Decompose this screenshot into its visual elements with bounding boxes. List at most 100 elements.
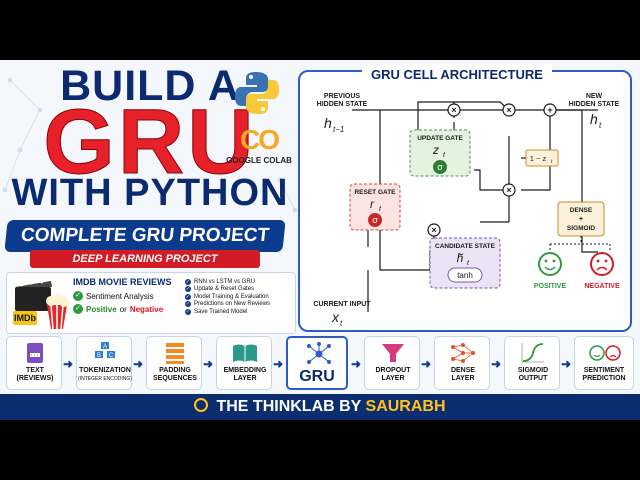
book-icon <box>233 344 257 362</box>
arrow-right-icon: ➜ <box>63 357 74 371</box>
negative-face-icon <box>590 252 614 276</box>
padding-icon <box>166 343 184 364</box>
arrow-right-icon: ➜ <box>351 357 362 371</box>
update-gate-sub: t <box>443 152 446 159</box>
candidate-sub: t <box>467 260 470 267</box>
pipeline-label: GRU <box>299 368 335 385</box>
reset-gate-box <box>349 183 401 231</box>
topic-item: ✓Update & Reset Gates <box>185 286 295 292</box>
pipeline-step-gru: GRU <box>286 336 348 390</box>
topic-label: Predictions on New Reviews <box>194 301 271 307</box>
reset-gate-label: RESET GATE <box>354 189 396 196</box>
reset-gate-symbol: r <box>370 197 375 211</box>
one-minus-label: 1 − z <box>530 154 547 163</box>
positive-label: POSITIVE <box>534 283 567 290</box>
feature-sentiment-label: Sentiment Analysis <box>86 291 154 301</box>
one-minus-sub: t <box>551 159 553 165</box>
pipeline-sub: PREDICTION <box>582 375 626 382</box>
network-background <box>2 77 298 213</box>
pipeline-step-text: TEXT(REVIEWS) <box>6 336 62 390</box>
negative-label: NEGATIVE <box>584 283 620 290</box>
check-icon: ✓ <box>185 286 191 292</box>
title-line-1: BUILD A <box>60 62 240 110</box>
pipeline-sub: LAYER <box>381 375 405 382</box>
one-minus-box <box>525 149 559 167</box>
negative-text: Negative <box>129 304 164 314</box>
title-line-3: WITH PYTHON <box>11 172 289 214</box>
new-state-label: HIDDEN STATE <box>569 101 620 108</box>
colab-icon: CO <box>240 124 280 155</box>
prev-state-sub: t−1 <box>333 125 344 134</box>
svg-text:C: C <box>109 353 114 359</box>
check-icon: ✓ <box>73 291 83 301</box>
network-icon <box>307 342 331 364</box>
clapperboard-popcorn-icon: IMDb <box>13 279 69 330</box>
current-input-label: CURRENT INPUT <box>313 301 371 308</box>
thumbnail: BUILD A GRU WITH PYTHON CO GOOGLE COLAB … <box>0 60 640 420</box>
multiply-node: × <box>431 225 436 235</box>
arrow-right-icon: ➜ <box>203 357 214 371</box>
topic-list: ✓RNN vs LSTM vs GRU ✓Update & Reset Gate… <box>185 277 295 316</box>
prev-state-label: PREVIOUS <box>324 93 361 100</box>
pipeline-sub: LAYER <box>451 375 475 382</box>
multiply-node: × <box>451 105 456 115</box>
footer-brand: THE THINKLAB BY SAURABH <box>0 394 640 420</box>
check-icon: ✓ <box>185 293 191 300</box>
multiply-node: × <box>506 185 511 195</box>
new-state-symbol: h <box>590 111 598 127</box>
current-input-sub: t <box>340 319 343 328</box>
gru-architecture-panel: × × + × × PREVIOUS HIDDEN STATE NEW HIDD… <box>298 64 632 332</box>
python-logo-icon <box>235 72 279 114</box>
check-icon: ✓ <box>73 304 83 314</box>
update-gate-label: UPDATE GATE <box>417 135 463 142</box>
pipeline-label: SIGMOID <box>517 367 549 374</box>
svg-text:B: B <box>97 353 101 359</box>
imdb-heading: IMDB MOVIE REVIEWS <box>73 277 172 287</box>
pipeline-label: EMBEDDING <box>223 367 267 374</box>
gru-cell-diagram: × × + × × PREVIOUS HIDDEN STATE NEW HIDD… <box>313 93 620 328</box>
topic-item: ✓Save Trained Model <box>185 308 295 315</box>
dense-plus: + <box>579 216 583 223</box>
arrow-right-icon: ➜ <box>133 357 144 371</box>
arrow-right-icon: ➜ <box>273 357 284 371</box>
sigmoid-icon <box>521 343 544 363</box>
prev-state-label: HIDDEN STATE <box>317 101 368 108</box>
project-banner: COMPLETE GRU PROJECT <box>4 220 286 252</box>
imdb-card: IMDb IMDB MOVIE REVIEWS ✓Sentiment Analy… <box>6 272 296 334</box>
tanh-label: tanh <box>457 271 473 280</box>
feature-sentiment: ✓Sentiment Analysis <box>73 291 183 301</box>
topic-item: ✓Model Training & Evaluation <box>185 293 295 300</box>
document-icon <box>27 343 43 363</box>
prev-state-symbol: h <box>324 115 332 131</box>
reset-gate-sub: t <box>379 206 382 213</box>
update-gate-box <box>409 129 471 177</box>
topic-item: ✓RNN vs LSTM vs GRU <box>185 278 295 285</box>
panel-title: GRU CELL ARCHITECTURE <box>362 64 552 86</box>
arrow-right-icon: ➜ <box>561 357 572 371</box>
imdb-badge: IMDb <box>14 313 36 323</box>
sigmoid-label: SIGMOID <box>567 225 595 232</box>
colab-label: GOOGLE COLAB <box>226 156 292 165</box>
topic-label: Save Trained Model <box>194 308 248 315</box>
add-node: + <box>547 105 552 115</box>
sigma-symbol: σ <box>372 215 378 225</box>
topic-label: Model Training & Evaluation <box>194 293 269 300</box>
update-gate-symbol: z <box>432 143 439 157</box>
faces-icon <box>589 345 621 361</box>
topic-item: ✓Predictions on New Reviews <box>185 301 295 307</box>
candidate-label: CANDIDATE STATE <box>435 243 496 250</box>
project-subbanner: DEEP LEARNING PROJECT <box>30 250 260 268</box>
tanh-node <box>447 267 483 283</box>
title-gru: GRU <box>43 91 257 194</box>
candidate-symbol: h̃ <box>457 251 464 265</box>
new-state-label: NEW <box>586 93 603 100</box>
funnel-icon <box>382 344 404 362</box>
